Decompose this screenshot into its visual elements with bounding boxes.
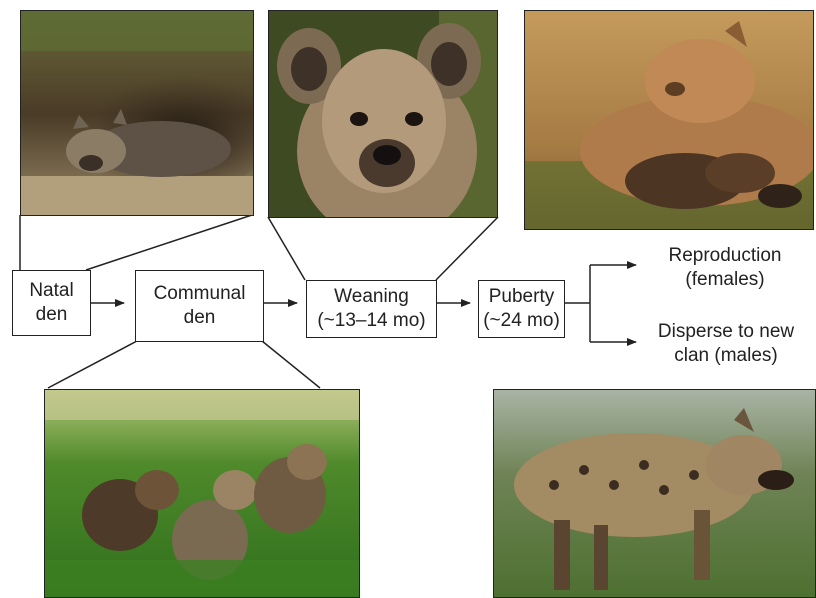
adult-photo <box>493 389 816 598</box>
callout-line <box>47 340 138 389</box>
nursing-photo <box>524 10 814 230</box>
stage-natal-den: Natal den <box>12 270 91 336</box>
callout-line <box>267 216 306 281</box>
den-photo <box>20 10 254 216</box>
callout-line <box>435 216 499 281</box>
cubs-grass-photo <box>44 389 360 598</box>
stage-communal-den: Communal den <box>135 270 264 342</box>
stage-weaning: Weaning (~13–14 mo) <box>306 280 437 338</box>
callout-line <box>85 214 253 271</box>
outcome-reproduction: Reproduction (females) <box>668 245 782 290</box>
callout-line <box>261 340 321 389</box>
stage-puberty: Puberty (~24 mo) <box>478 280 565 338</box>
cub-face-photo <box>268 10 498 218</box>
outcome-disperse: Disperse to new clan (males) <box>657 321 795 366</box>
